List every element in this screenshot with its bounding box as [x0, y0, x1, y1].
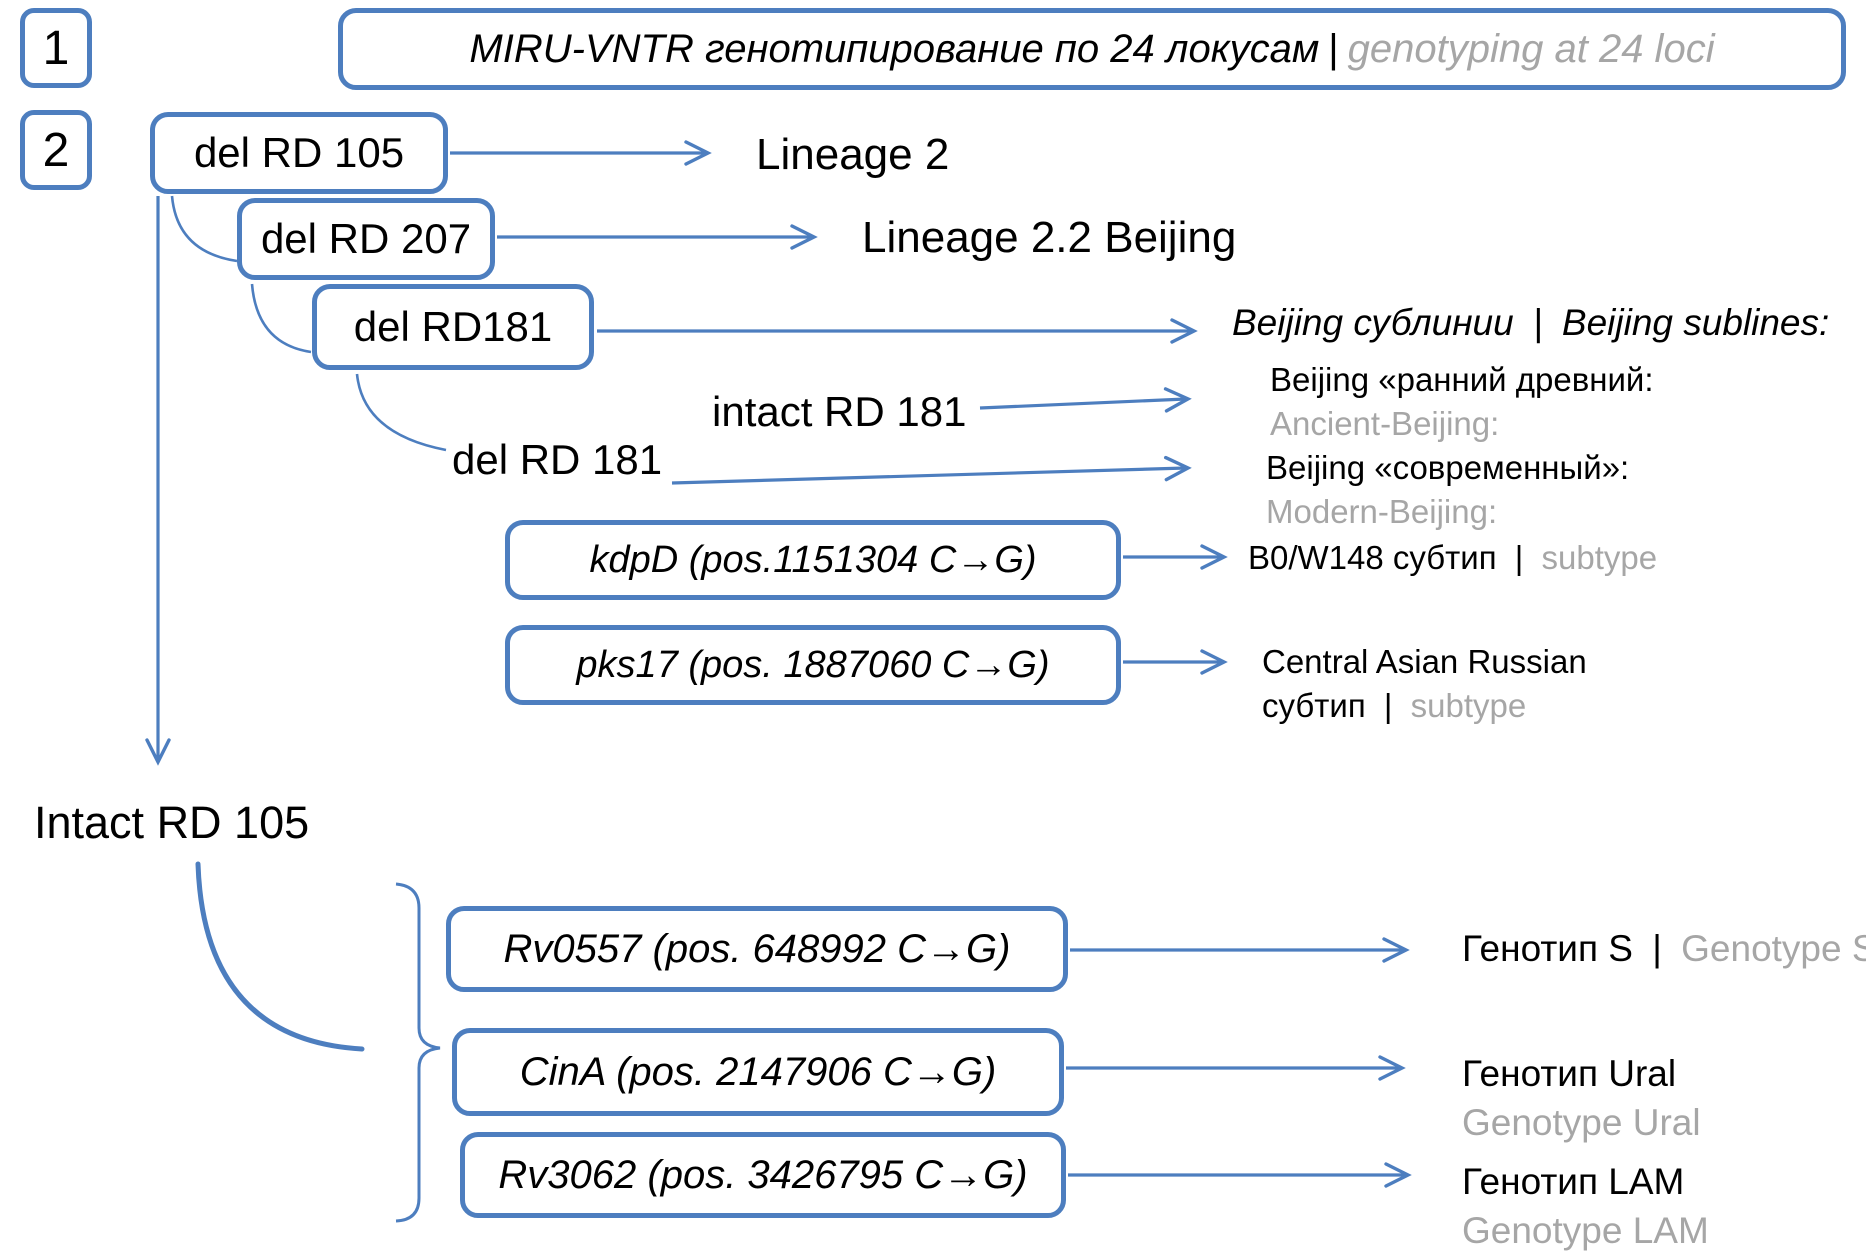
node-del-rd181-label: del RD181 [353, 303, 553, 350]
node-del-rd207: del RD 207 [237, 198, 495, 280]
label-del-rd181-lower: del RD 181 [452, 436, 663, 483]
result-modern-beijing: Beijing «современный»: Modern-Beijing: [1266, 446, 1629, 533]
genotype-ural-en: Genotype Ural [1462, 1101, 1701, 1143]
b0w148-ru: B0/W148 субтип [1248, 539, 1497, 576]
node-rv0557-label: Rv0557 (pos. 648992 C→G) [503, 926, 1011, 971]
central-asian-line1: Central Asian Russian [1262, 643, 1587, 680]
node-pks17: pks17 (pos. 1887060 C→G) [505, 625, 1121, 705]
node-cina: CinA (pos. 2147906 C→G) [452, 1028, 1064, 1116]
step-badge-1-label: 1 [42, 21, 70, 75]
curve-del181-to-del181-lower [355, 373, 447, 452]
node-cina-label: CinA (pos. 2147906 C→G) [519, 1049, 997, 1094]
central-asian-en: subtype [1410, 686, 1527, 724]
ancient-beijing-en: Ancient-Beijing: [1270, 404, 1500, 442]
arrow-del181-to-modern [671, 455, 1192, 485]
genotype-s-en: Genotype S [1681, 928, 1866, 969]
genotype-s-ru: Генотип S [1462, 928, 1633, 969]
curve-del207-to-del181 [250, 283, 312, 354]
node-rv3062-label: Rv3062 (pos. 3426795 C→G) [498, 1152, 1028, 1197]
genotype-s-separator: | [1652, 928, 1662, 969]
result-genotype-lam: Генотип LAM Genotype LAM [1462, 1158, 1709, 1251]
node-del-rd181: del RD181 [312, 284, 594, 370]
label-intact-rd181: intact RD 181 [712, 388, 967, 435]
label-beijing-sublines: Beijing сублинии | Beijing sublines: [1232, 302, 1829, 343]
beijing-sublines-en: Beijing sublines: [1561, 302, 1830, 343]
label-lineage2: Lineage 2 [756, 130, 950, 179]
b0w148-en: subtype [1541, 539, 1658, 576]
group-brace [395, 882, 441, 1223]
genotype-ural-ru: Генотип Ural [1462, 1053, 1677, 1094]
node-kdpd: kdpD (pos.1151304 C→G) [505, 520, 1121, 600]
curve-intact105-to-brace [195, 861, 365, 1052]
node-del-rd105-label: del RD 105 [193, 129, 405, 176]
label-lineage22-beijing: Lineage 2.2 Beijing [862, 213, 1237, 262]
curve-del105-to-del207 [170, 195, 238, 263]
step-badge-1: 1 [20, 8, 92, 88]
central-asian-line2: субтип | subtype [1262, 684, 1587, 728]
modern-beijing-ru: Beijing «современный»: [1266, 449, 1630, 486]
title-ru: MIRU-VNTR генотипирование по 24 локусам [469, 26, 1320, 71]
beijing-sublines-separator: | [1533, 302, 1543, 343]
title-separator: | [1328, 26, 1339, 71]
node-rv3062: Rv3062 (pos. 3426795 C→G) [460, 1132, 1066, 1218]
title-box: MIRU-VNTR генотипирование по 24 локусам … [338, 8, 1846, 90]
genotype-lam-en: Genotype LAM [1462, 1209, 1709, 1251]
node-kdpd-label: kdpD (pos.1151304 C→G) [589, 538, 1037, 581]
b0w148-separator: | [1514, 539, 1524, 576]
modern-beijing-en: Modern-Beijing: [1266, 492, 1498, 530]
result-genotype-ural: Генотип Ural Genotype Ural [1462, 1050, 1701, 1148]
central-asian-ru: субтип [1262, 686, 1366, 724]
genotype-lam-ru: Генотип LAM [1462, 1161, 1685, 1202]
node-pks17-label: pks17 (pos. 1887060 C→G) [576, 643, 1050, 686]
title-en: genotyping at 24 loci [1347, 26, 1715, 71]
result-central-asian: Central Asian Russian субтип | subtype [1262, 640, 1587, 727]
step-badge-2-label: 2 [42, 123, 70, 177]
beijing-sublines-ru: Beijing сублинии [1232, 302, 1514, 343]
node-del-rd105: del RD 105 [150, 112, 448, 194]
label-intact-rd105: Intact RD 105 [34, 797, 310, 848]
central-asian-separator: | [1383, 686, 1393, 724]
node-rv0557: Rv0557 (pos. 648992 C→G) [446, 906, 1068, 992]
step-badge-2: 2 [20, 110, 92, 190]
result-b0w148: B0/W148 субтип | subtype [1248, 539, 1658, 577]
result-ancient-beijing: Beijing «ранний древний: Ancient-Beijing… [1270, 358, 1654, 445]
result-genotype-s: Генотип S | Genotype S [1462, 928, 1866, 969]
node-del-rd207-label: del RD 207 [260, 215, 472, 262]
arrow-intact181-to-ancient [979, 387, 1192, 413]
ancient-beijing-ru: Beijing «ранний древний: [1270, 361, 1654, 398]
